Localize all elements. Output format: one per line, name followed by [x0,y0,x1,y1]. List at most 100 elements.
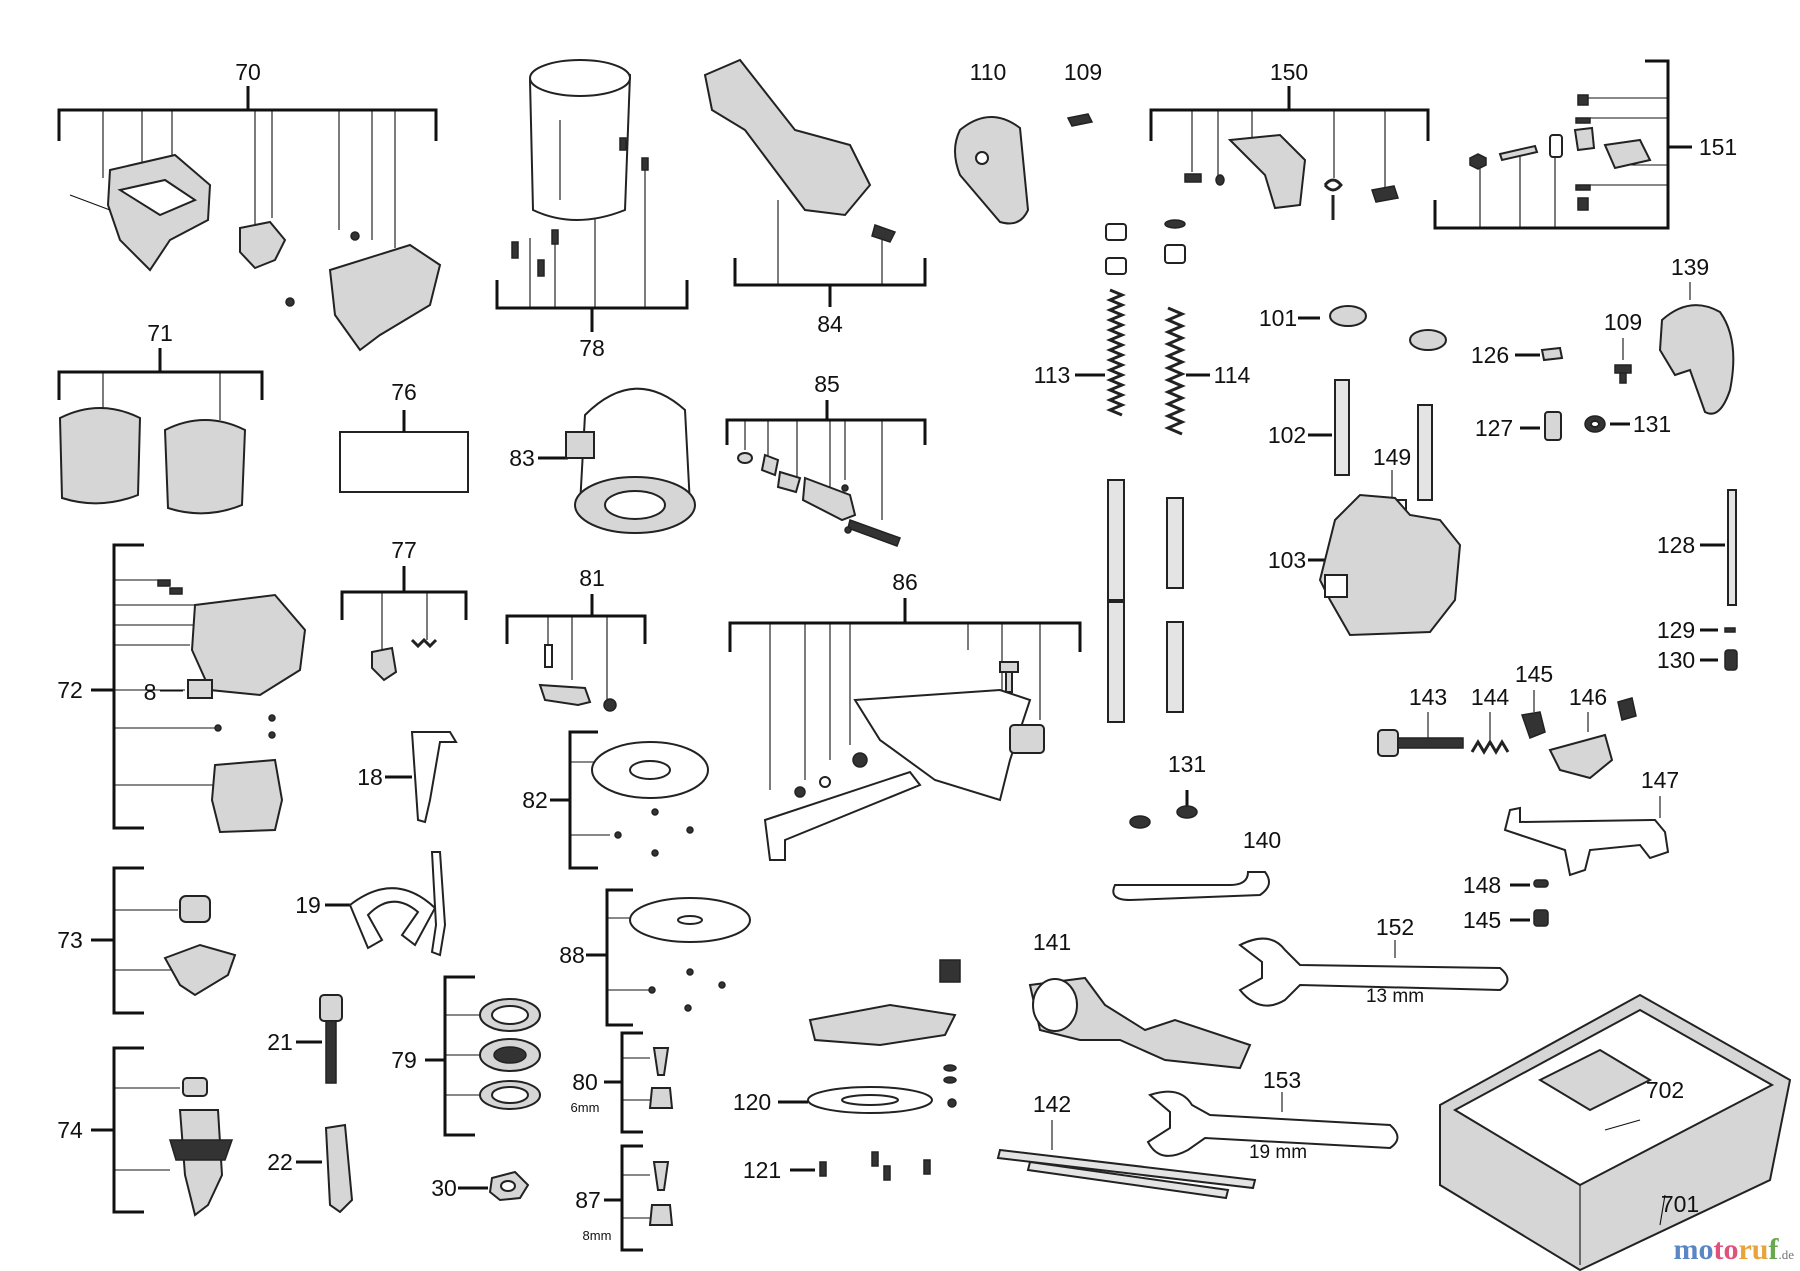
group-130: 130 [1657,647,1738,673]
group-131-right: 131 [1584,411,1671,437]
callout-146: 146 [1569,684,1607,710]
callout-74: 74 [57,1117,83,1143]
callout-139: 139 [1671,254,1709,280]
callout-81: 81 [579,565,605,591]
group-19: 19 [295,851,447,957]
group-152: 152 13 mm [1238,914,1509,1007]
callout-72: 72 [57,677,83,703]
group-88: 88 [559,888,751,1027]
callout-80-size: 6mm [571,1100,600,1115]
callout-144: 144 [1471,684,1510,710]
callout-702: 702 [1646,1077,1684,1103]
group-79: 79 [391,975,541,1137]
group-113: 113 [1034,223,1127,723]
group-120: 120 [733,959,961,1115]
group-140: 140 [1112,827,1281,902]
group-147: 147 [1503,767,1679,877]
callout-109-right: 109 [1604,309,1642,335]
group-144: 144 [1470,684,1510,755]
group-21: 21 [267,994,343,1084]
callout-84: 84 [817,311,843,337]
group-148: 148 [1463,872,1549,898]
group-146: 146 [1548,684,1637,780]
callout-70: 70 [235,59,261,85]
callout-145-bottom: 145 [1463,907,1501,933]
callout-127: 127 [1475,415,1513,441]
callout-83: 83 [509,445,535,471]
group-71: 71 [57,320,264,515]
group-22: 22 [267,1123,354,1214]
group-18: 18 [357,731,458,824]
group-127: 127 [1475,411,1562,441]
callout-22: 22 [267,1149,293,1175]
group-80: 80 6mm [571,1031,674,1134]
group-151: 151 [1433,59,1737,230]
callout-152: 152 [1376,914,1414,940]
group-126: 126 [1471,342,1564,368]
callout-73: 73 [57,927,83,953]
group-30: 30 [431,1170,530,1202]
watermark-logo: motoruf.de [1673,1233,1794,1266]
group-78: 78 [495,59,689,361]
group-141: 141 [1028,929,1252,1070]
group-76: 76 [339,379,469,493]
group-74: 74 [57,1046,234,1217]
group-72: 72 8 [57,543,307,834]
group-153: 153 19 mm [1146,1067,1399,1163]
callout-71: 71 [147,320,173,346]
group-121: 121 [743,1151,931,1183]
callout-101: 101 [1259,305,1297,331]
callout-88: 88 [559,942,585,968]
callout-110: 110 [970,59,1007,85]
callout-153: 153 [1263,1067,1301,1093]
callout-30: 30 [431,1175,457,1201]
callout-131-mid: 131 [1168,751,1206,777]
callout-140: 140 [1243,827,1281,853]
group-145-top: 145 [1515,661,1553,739]
callout-78: 78 [579,335,605,361]
group-150: 150 [1149,59,1430,220]
group-70: 70 [57,59,442,352]
callout-87: 87 [575,1187,601,1213]
callout-151: 151 [1699,134,1737,160]
group-102: 102 [1268,379,1433,501]
group-103: 103 [1268,493,1462,637]
group-131-mid: 131 [1129,751,1206,829]
group-142: 142 [996,1091,1257,1200]
group-129: 129 [1657,617,1736,643]
group-109-top: 109 [1064,59,1102,127]
callout-103: 103 [1268,547,1306,573]
callout-85: 85 [814,371,840,397]
callout-82: 82 [522,787,548,813]
group-139: 139 [1658,254,1735,415]
group-110: 110 [954,59,1030,225]
group-82: 82 [522,730,709,870]
callout-121: 121 [743,1157,781,1183]
group-101: 101 [1259,305,1447,351]
callout-18: 18 [357,764,383,790]
callout-143: 143 [1409,684,1447,710]
callout-130: 130 [1657,647,1695,673]
group-143: 143 [1377,684,1464,757]
callout-86: 86 [892,569,918,595]
group-case: 702 701 [1439,993,1792,1271]
group-73: 73 [57,866,237,1015]
group-81: 81 [505,565,647,712]
group-128: 128 [1657,489,1737,606]
group-77: 77 [340,537,468,682]
callout-8: 8 [144,679,157,705]
callout-148: 148 [1463,872,1501,898]
callout-150: 150 [1270,59,1308,85]
callout-114: 114 [1214,362,1251,388]
group-87: 87 8mm [575,1144,674,1252]
callout-131-right: 131 [1633,411,1671,437]
wrench-153-size: 19 mm [1249,1142,1307,1163]
group-83: 83 [509,387,696,534]
group-145-bottom: 145 [1463,907,1549,933]
callout-77: 77 [391,537,417,563]
callout-80: 80 [572,1069,598,1095]
callout-142: 142 [1033,1091,1071,1117]
group-84: 84 [703,58,927,337]
callout-87-size: 8mm [583,1228,612,1243]
